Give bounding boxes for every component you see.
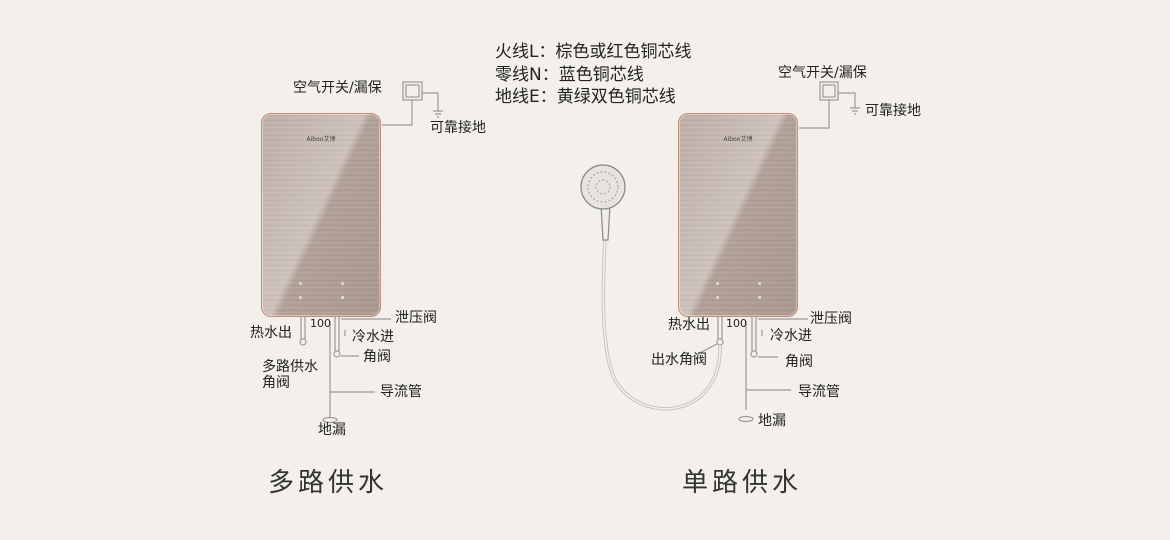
- brand-logo: Aiboo艾博: [306, 136, 336, 143]
- floor-drain-left: [322, 416, 338, 424]
- water-heater-left: Aiboo艾博: [261, 113, 381, 317]
- label-size: 100: [726, 317, 747, 330]
- hot-pipe-left: [300, 317, 306, 339]
- ground-wire-right: [838, 92, 856, 108]
- water-heater-right: Aiboo艾博: [678, 113, 798, 317]
- label-floor-drain: 地漏: [318, 422, 346, 438]
- touch-button: [341, 282, 344, 285]
- label-multi-valve-2: 角阀: [262, 375, 290, 391]
- label-ground: 可靠接地: [430, 120, 486, 136]
- shower-hose-inner: [602, 239, 721, 410]
- drain-pipe-right: [745, 321, 791, 410]
- label-relief-valve: 泄压阀: [395, 310, 437, 326]
- touch-button: [758, 282, 761, 285]
- drain-pipe-left: [329, 321, 375, 418]
- label-breaker: 空气开关/漏保: [293, 80, 382, 96]
- label-cold-in: 冷水进: [770, 328, 812, 344]
- angle-valve-right: [750, 350, 758, 358]
- touch-button: [716, 296, 719, 299]
- touch-button: [299, 282, 302, 285]
- breaker-inner-right: [822, 84, 836, 98]
- label-cold-in: 冷水进: [352, 329, 394, 345]
- cold-pipe-right: [751, 317, 757, 351]
- breaker-inner-left: [405, 84, 420, 98]
- label-drain-pipe: 导流管: [380, 384, 422, 400]
- outlet-valve-right: [716, 338, 724, 346]
- label-angle-valve: 角阀: [363, 349, 391, 365]
- power-wire-right: [799, 100, 830, 129]
- brand-logo: Aiboo艾博: [723, 136, 753, 143]
- leader-lines-right: [689, 318, 808, 359]
- label-relief-valve: 泄压阀: [810, 311, 852, 327]
- ground-icon-right: [850, 107, 860, 115]
- shower-nozzles: [587, 171, 619, 203]
- label-outlet-valve: 出水角阀: [651, 352, 707, 368]
- leader-lines-left: [341, 318, 391, 357]
- label-size: 100: [310, 317, 331, 330]
- ground-icon-left: [433, 110, 443, 118]
- title-single-supply: 单路供水: [682, 468, 803, 498]
- title-multi-supply: 多路供水: [268, 468, 389, 498]
- touch-button: [341, 296, 344, 299]
- legend-neutral: 零线N：蓝色铜芯线: [495, 65, 644, 85]
- multi-valve-left: [299, 338, 307, 346]
- label-angle-valve: 角阀: [785, 354, 813, 370]
- label-ground: 可靠接地: [865, 103, 921, 119]
- shower-nozzles-inner: [595, 179, 611, 195]
- label-hot-out: 热水出: [668, 317, 710, 333]
- label-multi-valve: 多路供水: [262, 359, 318, 375]
- touch-button: [758, 296, 761, 299]
- cold-pipe-left: [334, 317, 340, 351]
- legend-live: 火线L：棕色或红色铜芯线: [495, 42, 692, 62]
- power-wire-left: [382, 100, 413, 126]
- flow-arrows-left: [288, 326, 346, 336]
- label-breaker: 空气开关/漏保: [778, 65, 867, 81]
- label-drain-pipe: 导流管: [798, 384, 840, 400]
- touch-button: [299, 296, 302, 299]
- shower-handle: [600, 204, 611, 241]
- touch-button: [716, 282, 719, 285]
- hot-pipe-right: [717, 317, 723, 339]
- label-hot-out: 热水出: [250, 325, 292, 341]
- floor-drain-right: [738, 415, 754, 423]
- ground-wire-left: [422, 92, 439, 111]
- label-floor-drain: 地漏: [758, 413, 786, 429]
- angle-valve-left: [333, 350, 341, 358]
- legend-earth: 地线E：黄绿双色铜芯线: [495, 87, 676, 107]
